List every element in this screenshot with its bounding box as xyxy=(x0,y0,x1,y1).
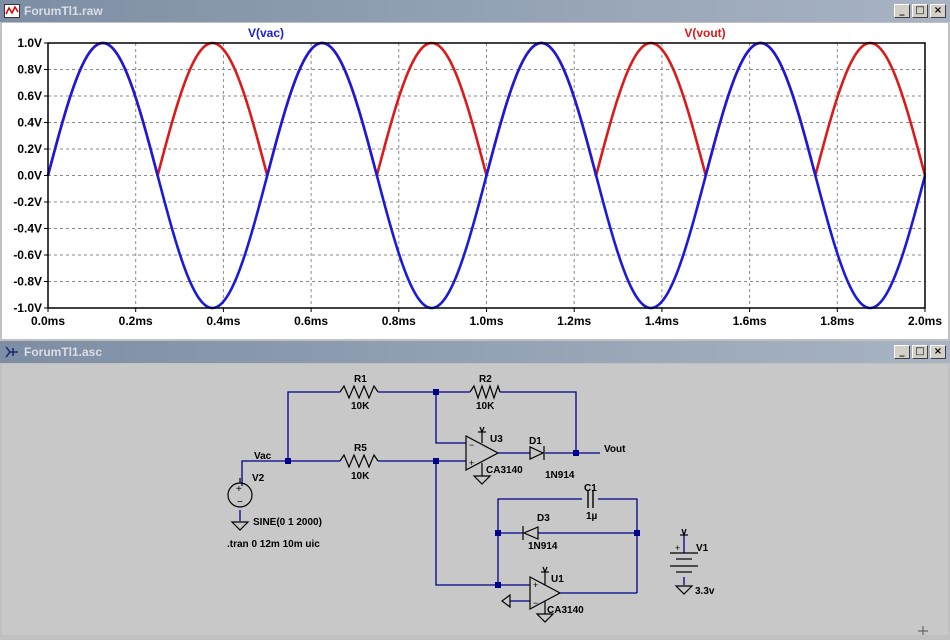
x-tick-label: 0.4ms xyxy=(206,314,240,328)
close-button[interactable]: × xyxy=(930,345,946,359)
y-tick-label: 0.2V xyxy=(17,142,42,156)
y-tick-label: -0.4V xyxy=(13,222,42,236)
maximize-button[interactable]: □ xyxy=(912,345,928,359)
svg-text:−: − xyxy=(533,598,538,608)
label-v2: V2 xyxy=(252,473,265,484)
wires xyxy=(239,391,685,602)
svg-text:+: + xyxy=(675,543,680,553)
label-r1: R1 xyxy=(354,374,367,385)
plot-grid xyxy=(48,43,925,308)
label-v1-value: 3.3v xyxy=(695,586,715,597)
y-tick-label: -1.0V xyxy=(13,301,42,315)
battery-v1[interactable]: + xyxy=(670,528,698,595)
label-d1: D1 xyxy=(529,436,542,447)
svg-text:+: + xyxy=(236,484,242,495)
svg-text:−: − xyxy=(469,440,474,450)
x-tick-label: 2.0ms xyxy=(908,314,942,328)
waveform-window: ForumTl1.raw _ □ × V(vac) V(vout) 1.0V 0.… xyxy=(0,0,950,341)
svg-text:−: − xyxy=(237,497,243,508)
waveform-icon xyxy=(4,4,20,18)
label-c1: C1 xyxy=(584,483,597,494)
x-tick-label: 0.8ms xyxy=(382,314,416,328)
plot-frame xyxy=(47,42,926,309)
waveform-plot-area[interactable]: V(vac) V(vout) 1.0V 0.8V 0.6V 0.4V 0.2V 0.0V -… xyxy=(2,23,948,339)
y-tick-label: 0.0V xyxy=(17,169,42,183)
junction-dots xyxy=(285,389,640,588)
label-u1-part: CA3140 xyxy=(547,605,584,616)
label-r5-value: 10K xyxy=(351,471,370,482)
label-u1: U1 xyxy=(551,574,564,585)
legend-vout[interactable]: V(vout) xyxy=(684,26,725,40)
label-r5: R5 xyxy=(354,443,367,454)
x-tick-label: 1.4ms xyxy=(645,314,679,328)
schematic-icon xyxy=(5,346,18,358)
x-tick-label: 0.0ms xyxy=(31,314,65,328)
schematic-window: ForumTl1.asc _ □ × xyxy=(0,341,950,635)
resize-grip[interactable] xyxy=(918,626,928,635)
window-title: ForumTl1.raw xyxy=(24,4,103,18)
svg-text:+: + xyxy=(469,458,474,468)
label-vac: Vac xyxy=(254,451,272,462)
schematic-drawing[interactable]: − + + − xyxy=(2,364,948,635)
y-tick-label: -0.6V xyxy=(13,248,42,262)
x-tick-label: 0.6ms xyxy=(294,314,328,328)
x-tick-label: 1.2ms xyxy=(557,314,591,328)
waveform-plot[interactable]: V(vac) V(vout) 1.0V 0.8V 0.6V 0.4V 0.2V 0.0V -… xyxy=(2,23,948,339)
minimize-button[interactable]: _ xyxy=(894,4,910,18)
y-tick-label: 0.4V xyxy=(17,116,42,130)
legend-vac[interactable]: V(vac) xyxy=(248,26,284,40)
opamp-u1[interactable]: + − xyxy=(501,566,562,623)
schematic-canvas[interactable]: − + + − xyxy=(2,364,948,635)
y-tick-label: 1.0V xyxy=(17,36,42,50)
label-r1-value: 10K xyxy=(351,401,370,412)
waveform-titlebar[interactable]: ForumTl1.raw _ □ × xyxy=(0,0,950,22)
x-tick-label: 1.0ms xyxy=(469,314,503,328)
voltage-source-v2[interactable]: + − xyxy=(227,478,253,531)
resistor-r5[interactable] xyxy=(339,453,379,469)
label-vout: Vout xyxy=(604,444,626,455)
label-u3: U3 xyxy=(490,434,503,445)
label-d3: D3 xyxy=(537,513,550,524)
label-v2-value: SINE(0 1 2000) xyxy=(253,517,322,528)
x-tick-label: 0.2ms xyxy=(119,314,153,328)
x-tick-label: 1.6ms xyxy=(733,314,767,328)
svg-text:+: + xyxy=(533,580,538,590)
x-tick-label: 1.8ms xyxy=(820,314,854,328)
diode-d1[interactable] xyxy=(529,446,545,460)
maximize-button[interactable]: □ xyxy=(912,4,928,18)
x-axis-ticks: 0.0ms 0.2ms 0.4ms 0.6ms 0.8ms 1.0ms 1.2ms 1.4ms… xyxy=(31,308,942,328)
capacitor-c1[interactable] xyxy=(587,490,594,508)
y-tick-label: -0.2V xyxy=(13,195,42,209)
label-r2-value: 10K xyxy=(476,401,495,412)
label-c1-value: 1µ xyxy=(586,511,598,522)
schematic-titlebar[interactable]: ForumTl1.asc _ □ × xyxy=(0,341,950,363)
y-tick-label: 0.8V xyxy=(17,63,42,77)
close-button[interactable]: × xyxy=(930,4,946,18)
spice-directive[interactable]: .tran 0 12m 10m uic xyxy=(227,539,320,550)
y-tick-label: 0.6V xyxy=(17,89,42,103)
label-d1-part: 1N914 xyxy=(545,470,575,481)
diode-d3[interactable] xyxy=(522,526,539,540)
label-r2: R2 xyxy=(479,374,492,385)
plot-traces xyxy=(46,41,927,310)
label-v1: V1 xyxy=(696,543,709,554)
label-d3-part: 1N914 xyxy=(528,541,558,552)
window-title: ForumTl1.asc xyxy=(24,345,103,359)
y-axis-ticks: 1.0V 0.8V 0.6V 0.4V 0.2V 0.0V -0.2V -0.4V -0.6V -… xyxy=(13,36,48,315)
y-tick-label: -0.8V xyxy=(13,275,42,289)
label-u3-part: CA3140 xyxy=(486,465,523,476)
opamp-u3[interactable]: − + xyxy=(465,426,500,485)
trace-vac[interactable] xyxy=(46,41,927,310)
minimize-button[interactable]: _ xyxy=(894,345,910,359)
resistor-r1[interactable] xyxy=(339,384,379,400)
resistor-r2[interactable] xyxy=(469,384,501,400)
